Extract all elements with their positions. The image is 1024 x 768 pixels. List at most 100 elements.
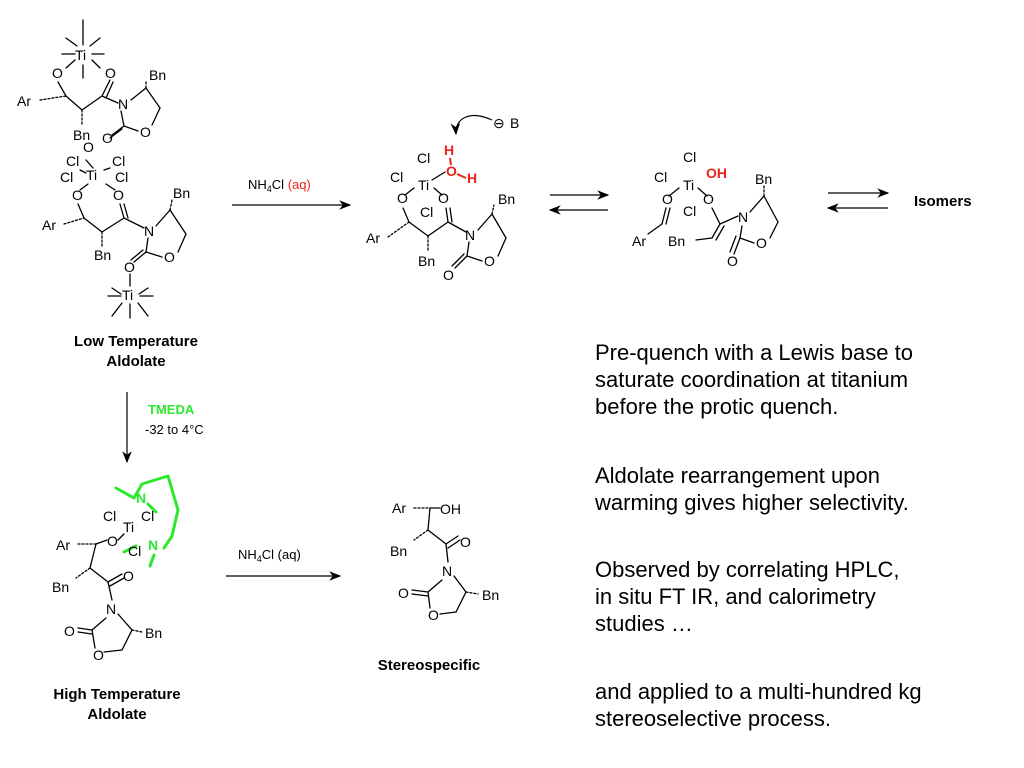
oxygen-atom: O [727,253,738,269]
high-temp-label: High Temperature [53,686,180,703]
chlorine-atom: Cl [112,153,125,169]
oxygen-atom: O [102,130,113,146]
oxygen-atom: O [64,623,75,639]
oxygen-atom: O [662,191,673,207]
base-label: ⊖ [493,115,505,131]
oxygen-atom: O [438,190,449,206]
temperature-label: -32 to 4°C [145,422,204,437]
water-coordinated-intermediate: ⊖ B H O H Cl Cl Ti Cl O O Ar Bn N Bn O [366,115,519,283]
benzyl-group: Bn [52,579,69,595]
equilibrium-arrows-1 [548,190,610,215]
aryl-group: Ar [42,217,56,233]
chlorine-atom: Cl [683,203,696,219]
oxygen-atom: O [72,187,83,203]
nitrogen-atom: N [442,563,452,579]
nitrogen-atom: N [144,223,154,239]
note-line: Aldolate rearrangement upon [595,463,880,488]
chlorine-atom: Cl [66,153,79,169]
oxygen-atom: O [105,65,116,81]
note-line: studies … [595,611,693,636]
chlorine-atom: Cl [128,543,141,559]
chlorine-atom: Cl [683,149,696,165]
hydrogen-atom: H [444,142,454,158]
benzyl-group: Bn [755,171,772,187]
oxygen-atom: O [397,190,408,206]
high-temp-label-2: Aldolate [87,706,146,723]
aryl-group: Ar [392,500,406,516]
ti-atom: Ti [122,287,133,303]
isomers-label: Isomers [914,193,972,210]
chlorine-atom: Cl [654,169,667,185]
note-line: saturate coordination at titanium [595,367,909,392]
benzyl-group: Bn [73,127,90,143]
note-line: in situ FT IR, and calorimetry [595,584,876,609]
nitrogen-atom: N [738,209,748,225]
low-temp-label: Low Temperature [74,333,198,350]
note-scale-up: and applied to a multi-hundred kg stereo… [595,678,922,732]
chlorine-atom: Cl [390,169,403,185]
oxygen-atom: O [124,259,135,275]
nh4cl-label-2: NH4Cl (aq) [238,547,301,564]
oxygen-atom: O [756,235,767,251]
oxygen-atom: O [52,65,63,81]
titanium-atom: Ti [683,177,694,193]
aryl-group: Ar [56,537,70,553]
note-line: Observed by correlating HPLC, [595,557,900,582]
note-line: and applied to a multi-hundred kg [595,679,922,704]
tmeda-arrow: TMEDA -32 to 4°C [122,392,204,464]
benzyl-group: Bn [145,625,162,641]
low-temperature-aldolate: Ti O O Ar Bn N B [17,19,198,370]
hydroxyl-group: OH [440,501,461,517]
nh4cl-label: NH4Cl (aq) [248,177,311,194]
bridging-ticl4: O Cl Cl Ti Cl Cl O O [60,139,128,203]
titanium-atom: Ti [86,167,97,183]
stereospecific-label: Stereospecific [378,657,481,674]
titanium-atom: Ti [123,519,134,535]
chlorine-atom: Cl [417,150,430,166]
chlorine-atom: Cl [420,204,433,220]
equilibrium-arrows-2 [826,188,890,213]
tmeda-nitrogen: N [148,537,158,553]
benzyl-group: Bn [94,247,111,263]
lower-titanium-fragment: Ti [107,273,154,319]
benzyl-group: Bn [482,587,499,603]
oxygen-atom: O [428,607,439,623]
note-line: warming gives higher selectivity. [595,490,909,515]
tmeda-nitrogen: N [136,490,146,506]
nitrogen-atom: N [106,601,116,617]
oxygen-atom: O [460,534,471,550]
aryl-group: Ar [17,93,31,109]
upper-titanium-fragment: Ti O O [52,19,116,81]
oxygen-atom: O [83,139,94,155]
lower-aldol-chain: Ar Bn N Bn O O [42,185,190,275]
low-temp-label-2: Aldolate [106,353,165,370]
oxygen-atom: O [398,585,409,601]
aryl-group: Ar [632,233,646,249]
chlorine-atom: Cl [103,508,116,524]
oxygen-atom: O [93,647,104,663]
oxygen-atom: O [164,249,175,265]
chlorine-atom: Cl [115,169,128,185]
hydroxyl-group: OH [706,165,727,181]
aldol-product: Ar OH Bn O N Bn O O Stereospecific [378,500,499,674]
note-observation: Observed by correlating HPLC, in situ FT… [595,556,899,637]
upper-aldol-chain: Ar Bn N Bn O O [17,67,166,146]
chlorine-atom: Cl [141,508,154,524]
hydrogen-atom: H [467,170,477,186]
note-line: before the protic quench. [595,394,839,419]
oxygen-atom: O [484,253,495,269]
chlorine-atom: Cl [60,169,73,185]
oxygen-atom: O [443,267,454,283]
nitrogen-atom: N [118,96,128,112]
benzyl-group: Bn [498,191,515,207]
oxygen-atom: O [140,124,151,140]
quench-arrow-2: NH4Cl (aq) [226,547,342,581]
quench-arrow-1: NH4Cl (aq) [232,177,352,210]
note-rearrangement: Aldolate rearrangement upon warming give… [595,462,909,516]
benzyl-group: Bn [390,543,407,559]
base-label: B [510,115,519,131]
water-oxygen: O [446,163,457,179]
benzyl-group: Bn [418,253,435,269]
nitrogen-atom: N [465,227,475,243]
